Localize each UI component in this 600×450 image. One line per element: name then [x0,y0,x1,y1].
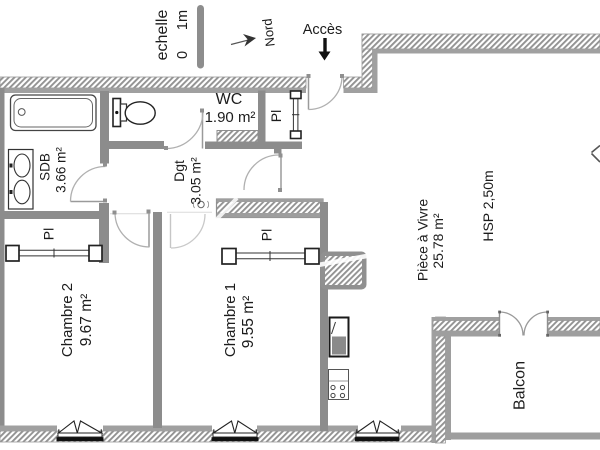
svg-text:1.90 m²: 1.90 m² [205,109,256,126]
svg-text:Pl: Pl [41,228,57,240]
svg-text:9.67 m²: 9.67 m² [78,294,95,347]
svg-text:Pl: Pl [259,229,275,241]
svg-text:Dgt: Dgt [171,160,187,182]
svg-text:Pièce à Vivre: Pièce à Vivre [415,199,431,281]
svg-text:9.55 m²: 9.55 m² [240,296,257,349]
svg-text:Chambre 2: Chambre 2 [59,283,76,357]
svg-text:HSP 2,50m: HSP 2,50m [480,170,496,241]
svg-text:Chambre 1: Chambre 1 [222,283,239,357]
svg-text:0: 0 [175,51,191,59]
svg-text:Nord: Nord [259,18,277,48]
svg-text:3.05 m²: 3.05 m² [188,157,204,205]
svg-text:WC: WC [216,91,243,108]
svg-text:25.78 m²: 25.78 m² [430,213,446,269]
svg-text:Accès: Accès [303,22,343,38]
svg-text:Pl: Pl [268,110,284,122]
svg-text:SDB: SDB [38,153,53,181]
svg-text:Balcon: Balcon [512,361,529,410]
svg-text:echelle: echelle [154,10,171,61]
svg-text:1m: 1m [175,10,191,30]
svg-text:3.66 m²: 3.66 m² [54,147,69,193]
